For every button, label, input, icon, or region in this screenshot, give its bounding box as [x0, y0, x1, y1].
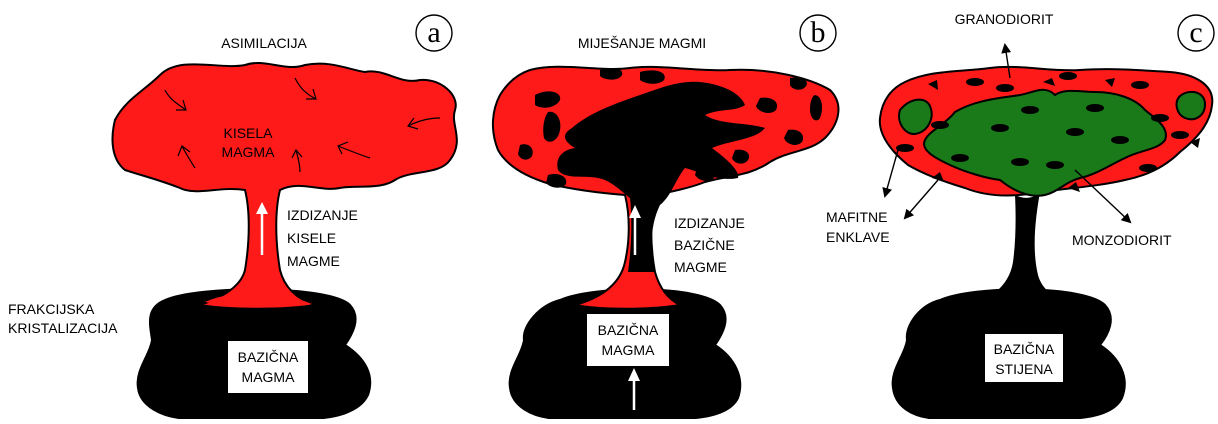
- base-label-c-1: BAZIČNA: [994, 341, 1055, 357]
- panel-a: BAZIČNA MAGMA KISELA MAGMA ASIMILACIJA I…: [8, 15, 457, 419]
- side-label-2: KRISTALIZACIJA: [8, 320, 118, 336]
- left-label-c-2: ENKLAVE: [826, 229, 890, 245]
- rise-label-a-1: IZDIZANJE: [287, 207, 358, 223]
- right-label-c: MONZODIORIT: [1072, 232, 1172, 248]
- rise-label-b-3: MAGME: [674, 259, 727, 275]
- side-label-1: FRAKCIJSKA: [8, 301, 95, 317]
- cloud-label-a-1: KISELA: [223, 125, 273, 141]
- panel-letter-b: b: [811, 16, 826, 49]
- stem-c: [985, 192, 1065, 300]
- panel-letter-c: c: [1189, 16, 1202, 49]
- title-b: MIJEŠANJE MAGMI: [578, 35, 706, 51]
- left-label-c-1: MAFITNE: [826, 209, 887, 225]
- panel-c: BAZIČNA STIJENA GRANODIORIT MAFITNE ENKL…: [826, 11, 1214, 419]
- rise-label-a-2: KISELE: [287, 230, 336, 246]
- rise-label-b-1: IZDIZANJE: [674, 215, 745, 231]
- acid-magma-cloud-a: [112, 63, 456, 309]
- base-label-b-1: BAZIČNA: [598, 322, 659, 338]
- cloud-label-a-2: MAGMA: [222, 144, 276, 160]
- base-label-b-2: MAGMA: [602, 342, 656, 358]
- top-label-c: GRANODIORIT: [955, 11, 1054, 27]
- base-label-a-2: MAGMA: [242, 369, 296, 385]
- base-label-c-2: STIJENA: [995, 361, 1053, 377]
- title-a: ASIMILACIJA: [221, 35, 307, 51]
- panel-letter-a: a: [427, 16, 440, 49]
- base-label-a-1: BAZIČNA: [238, 349, 299, 365]
- rise-label-a-3: MAGME: [287, 253, 340, 269]
- rise-label-b-2: BAZIČNE: [674, 237, 735, 253]
- panel-b: BAZIČNA MAGMA MIJEŠANJE MAGMI IZDIZANJE …: [493, 15, 839, 419]
